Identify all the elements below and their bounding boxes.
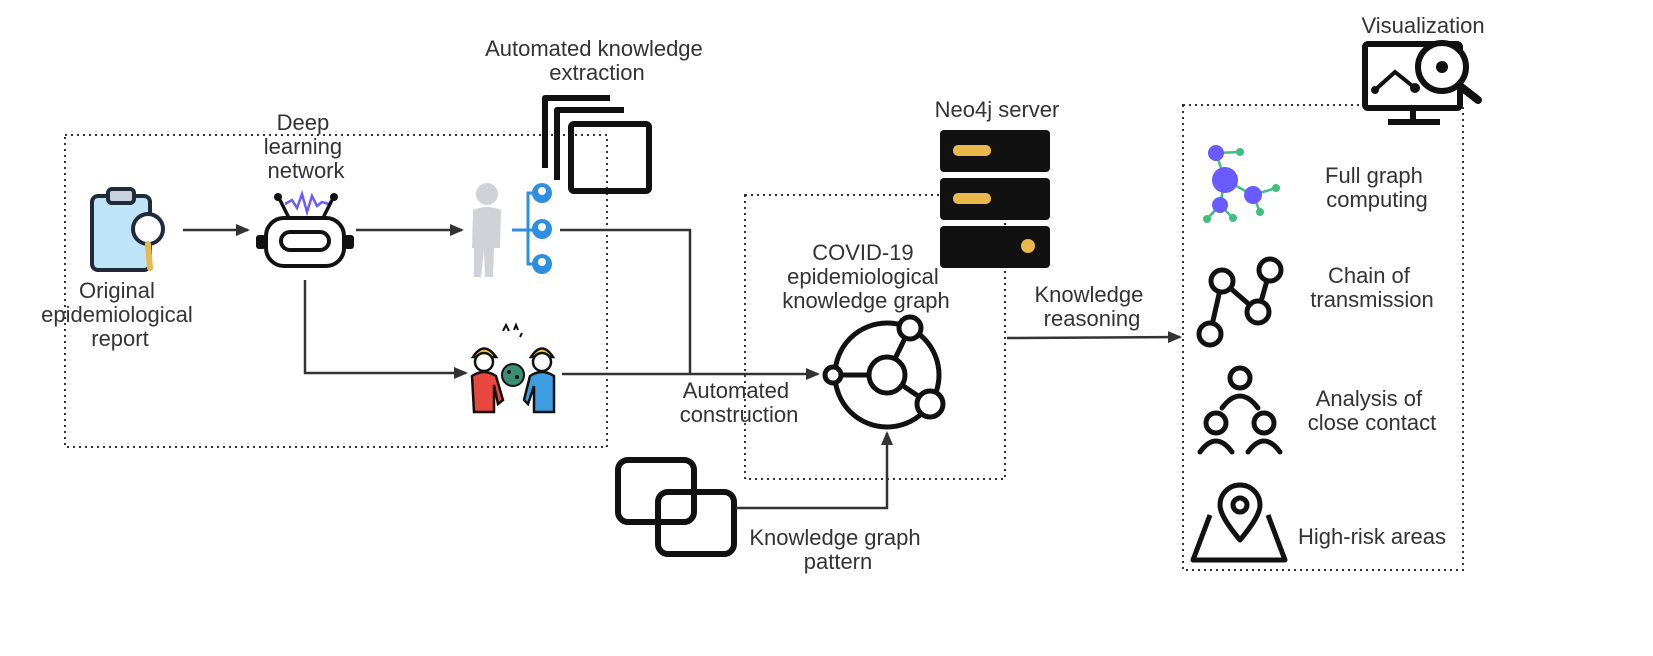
report-clipboard-icon (90, 187, 165, 272)
applications-box (1182, 104, 1464, 571)
app-label-full-graph: Full graph computing (1325, 163, 1429, 212)
app-label-close-contact: Analysis of close contact (1308, 386, 1436, 435)
person-entities-icon (472, 183, 552, 277)
visualization-label: Visualization (1361, 13, 1484, 38)
app-label-high-risk: High-risk areas (1298, 524, 1446, 549)
kg-pattern-label: Knowledge graph pattern (749, 525, 926, 574)
map-pin-icon (1190, 482, 1288, 563)
robot-icon (256, 189, 354, 268)
auto-construction-label: Automated construction (680, 378, 799, 427)
graph-pattern-icon (615, 457, 737, 557)
arrow-network-to-relations (303, 280, 468, 379)
auto-extraction-label: Automated knowledge extraction (485, 36, 709, 85)
network-graph-icon (1203, 145, 1280, 223)
app-label-transmission: Chain of transmission (1310, 263, 1433, 312)
close-contact-icon (1197, 365, 1283, 455)
arrow-extraction-to-graph (560, 228, 692, 375)
deep-learning-label: Deep learning network (264, 110, 348, 183)
document-stack-icon (542, 95, 652, 194)
extraction-group-box (64, 134, 608, 448)
knowledge-reasoning-label: Knowledge reasoning (1035, 282, 1150, 331)
monitor-magnifier-icon (1362, 40, 1482, 125)
neo4j-server-label: Neo4j server (935, 97, 1060, 122)
covid-kg-label: COVID-19 epidemiological knowledge graph (782, 240, 950, 313)
original-report-label: Original epidemiological report (41, 278, 199, 351)
knowledge-graph-icon (822, 314, 946, 430)
contact-people-icon (470, 322, 556, 414)
arrow-graph-to-applications (1006, 331, 1182, 344)
arrow-pattern-to-graph (736, 431, 893, 510)
graph-construction-box (744, 194, 1006, 480)
server-icon (940, 130, 1050, 268)
transmission-chain-icon (1196, 256, 1284, 348)
